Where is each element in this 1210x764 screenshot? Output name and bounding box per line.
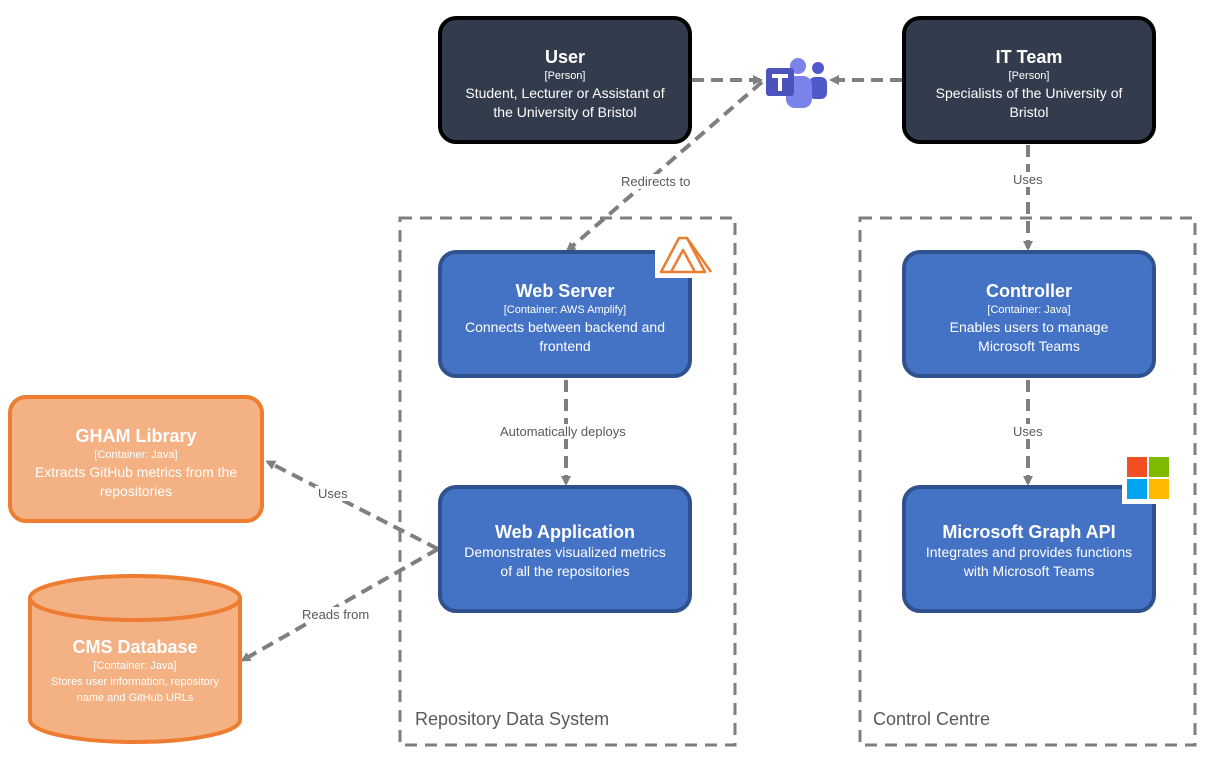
node-desc: Extracts GitHub metrics from the reposit… bbox=[34, 464, 238, 499]
web-application-node: Web Application Demonstrates visualized … bbox=[438, 485, 692, 613]
node-desc: Enables users to manage Microsoft Teams bbox=[949, 319, 1109, 354]
edge-uses-gham bbox=[265, 460, 439, 551]
edge-label-reads-from: Reads from bbox=[299, 607, 373, 622]
node-title: Web Server bbox=[515, 281, 615, 301]
edge-label-deploys: Automatically deploys bbox=[497, 424, 629, 439]
node-tech: [Container: Java] bbox=[987, 304, 1071, 316]
control-centre-label: Control Centre bbox=[873, 709, 991, 729]
edge-label-redirects: Redirects to bbox=[618, 174, 694, 189]
node-tech: [Container: Java] bbox=[94, 449, 178, 461]
node-tech: [Person] bbox=[1008, 70, 1050, 82]
it-team-node: IT Team [Person] Specialists of the Univ… bbox=[902, 16, 1156, 144]
node-title: Controller bbox=[985, 281, 1072, 301]
cms-database-node: CMS Database [Container: Java] Stores us… bbox=[30, 636, 240, 706]
repository-data-system-label: Repository Data System bbox=[415, 709, 610, 729]
web-server-node: Web Server [Container: AWS Amplify] Conn… bbox=[438, 250, 692, 378]
node-desc: Specialists of the University of Bristol bbox=[935, 85, 1123, 120]
edge-redirects bbox=[565, 80, 764, 252]
node-desc: Student, Lecturer or Assistant of the Un… bbox=[465, 85, 665, 120]
node-desc: Integrates and provides functions with M… bbox=[925, 544, 1133, 579]
repository-data-system-boundary bbox=[398, 216, 737, 747]
user-node: User [Person] Student, Lecturer or Assis… bbox=[438, 16, 692, 144]
microsoft-logo-icon bbox=[1122, 452, 1174, 504]
node-desc: Stores user information, repository name… bbox=[50, 676, 220, 704]
edge-label-uses-it: Uses bbox=[1010, 172, 1046, 187]
graph-api-node: Microsoft Graph API Integrates and provi… bbox=[902, 485, 1156, 613]
node-tech: [Person] bbox=[544, 70, 586, 82]
node-desc: Connects between backend and frontend bbox=[464, 319, 666, 354]
control-centre-boundary bbox=[858, 216, 1197, 747]
edge-label-uses-gham: Uses bbox=[315, 486, 351, 501]
node-title: IT Team bbox=[995, 47, 1063, 67]
cms-database-cylinder bbox=[28, 574, 242, 744]
node-tech: [Container: AWS Amplify] bbox=[503, 304, 627, 316]
node-tech: [Container: Java] bbox=[93, 660, 177, 672]
microsoft-teams-icon bbox=[764, 58, 830, 110]
node-title: User bbox=[544, 47, 586, 67]
edge-label-uses-controller: Uses bbox=[1010, 424, 1046, 439]
controller-node: Controller [Container: Java] Enables use… bbox=[902, 250, 1156, 378]
node-desc: Demonstrates visualized metrics of all t… bbox=[464, 544, 666, 579]
gham-library-node: GHAM Library [Container: Java] Extracts … bbox=[8, 395, 264, 523]
node-title: GHAM Library bbox=[75, 426, 197, 446]
node-title: Microsoft Graph API bbox=[942, 522, 1116, 542]
edge-reads-cms bbox=[240, 547, 439, 662]
node-title: CMS Database bbox=[72, 637, 198, 657]
aws-amplify-icon bbox=[655, 230, 717, 278]
node-title: Web Application bbox=[494, 522, 635, 542]
